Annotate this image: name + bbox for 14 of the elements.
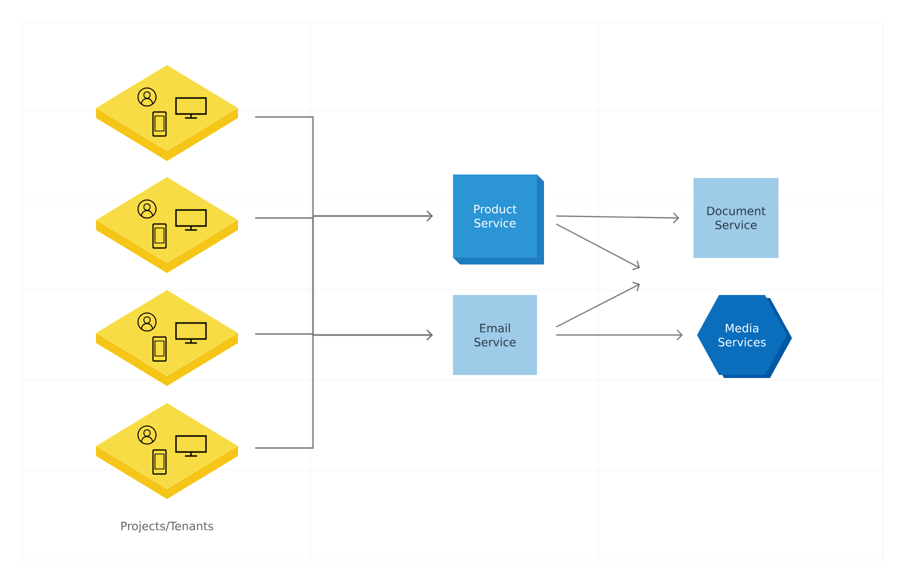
service-cube: Product Service (453, 174, 544, 264)
arrow (255, 330, 433, 449)
tile-drawing (96, 177, 238, 273)
tile-drawing (96, 403, 238, 499)
group-label: Projects/Tenants (121, 521, 214, 533)
arrow (556, 282, 640, 328)
arrow (556, 223, 640, 270)
arrow (556, 330, 683, 340)
service-box: Document Service (694, 178, 778, 258)
service-box: Email Service (453, 295, 537, 375)
arrow (556, 212, 680, 224)
service-hexagon: Media Services (697, 295, 792, 378)
tile-drawing (96, 290, 238, 386)
tile-drawing (96, 65, 238, 161)
